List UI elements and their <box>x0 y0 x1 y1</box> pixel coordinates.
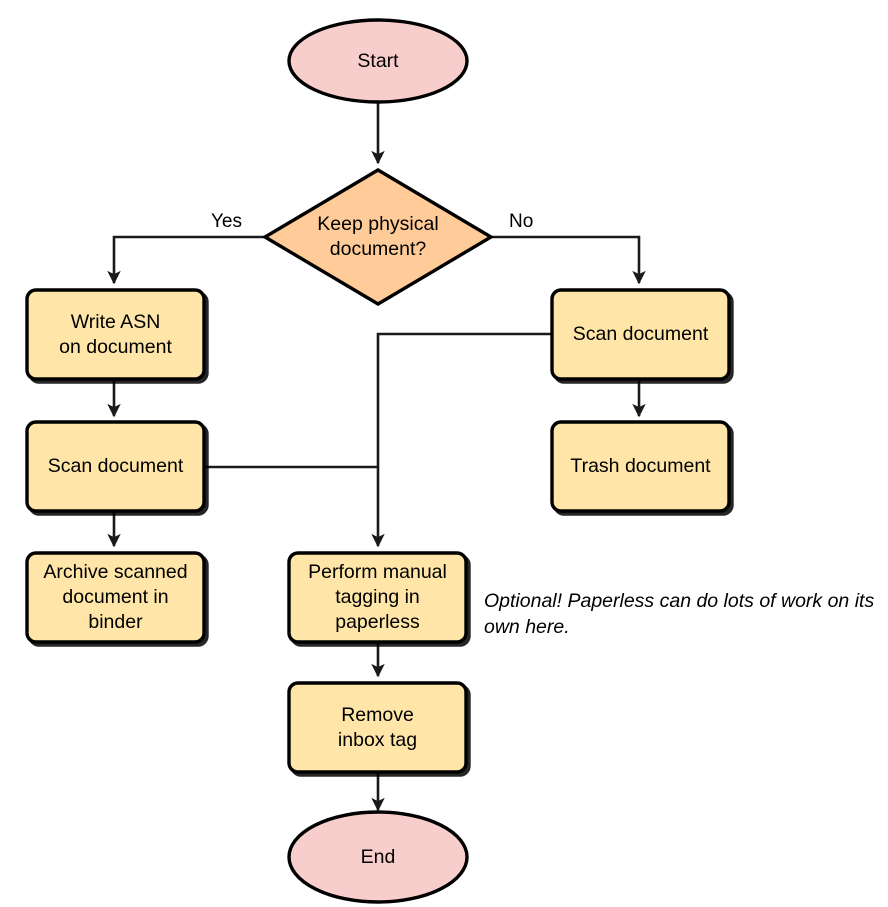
annotation-optional-note: Optional! Paperless can do lots of work … <box>484 590 875 638</box>
edge-label-no: No <box>509 211 534 232</box>
edges <box>107 102 646 812</box>
edge-scan-right-to-manual-tagging <box>371 332 552 548</box>
node-archive-scanned-document-in-binder[interactable] <box>25 551 206 644</box>
node-decision-keep-physical-document[interactable] <box>261 168 495 306</box>
node-trash-document[interactable] <box>550 420 731 513</box>
node-scan-document-right[interactable] <box>550 288 731 381</box>
node-end[interactable] <box>287 810 469 904</box>
node-scan-document-left[interactable] <box>25 420 206 513</box>
node-remove-inbox-tag[interactable] <box>287 681 468 774</box>
node-start[interactable] <box>287 18 469 104</box>
node-write-asn-on-document[interactable] <box>25 288 206 381</box>
edge-decision-yes-to-write-asn <box>107 235 265 285</box>
edge-decision-no-to-scan-right <box>491 235 646 285</box>
edge-label-yes: Yes <box>211 211 242 232</box>
nodes <box>25 18 731 904</box>
node-perform-manual-tagging-in-paperless[interactable] <box>287 551 468 644</box>
